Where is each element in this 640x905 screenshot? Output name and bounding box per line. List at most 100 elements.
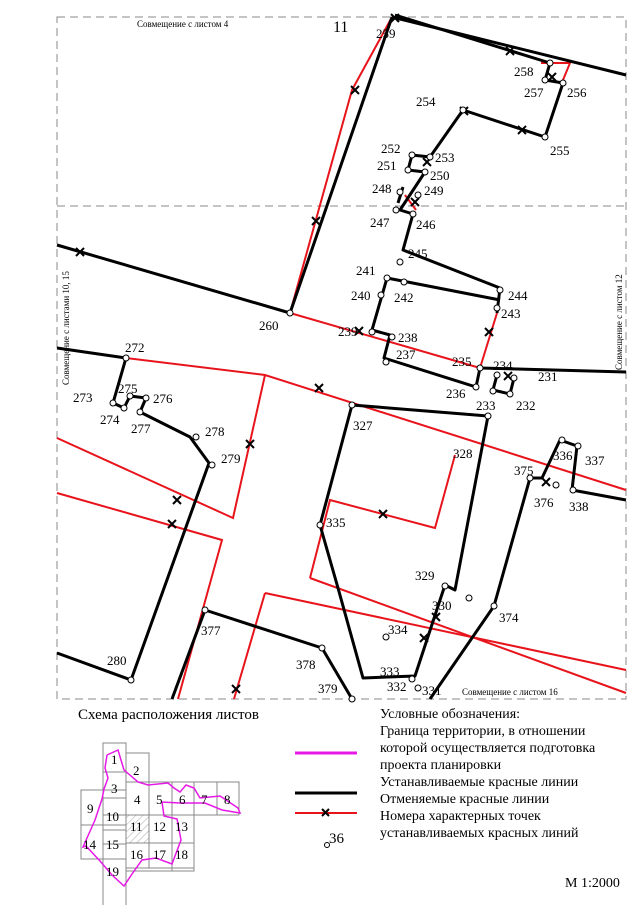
svg-text:278: 278 (205, 424, 225, 439)
svg-text:328: 328 (453, 446, 473, 461)
svg-text:18: 18 (175, 847, 188, 862)
svg-text:274: 274 (100, 412, 120, 427)
svg-text:330: 330 (432, 598, 452, 613)
svg-text:232: 232 (516, 398, 536, 413)
scheme-title: Схема расположения листов (78, 707, 259, 723)
svg-text:273: 273 (73, 390, 93, 405)
svg-text:259: 259 (376, 26, 396, 41)
svg-text:245: 245 (408, 246, 428, 261)
svg-text:243: 243 (501, 306, 521, 321)
established-red-lines (56, 13, 627, 700)
svg-text:14: 14 (83, 837, 97, 852)
legend-item-boundary-line2: которой осуществляется подготовка (380, 741, 596, 756)
svg-text:10: 10 (106, 809, 119, 824)
svg-text:375: 375 (514, 463, 534, 478)
svg-text:249: 249 (424, 183, 444, 198)
svg-text:237: 237 (396, 347, 416, 362)
svg-text:244: 244 (508, 288, 528, 303)
svg-text:251: 251 (377, 158, 397, 173)
svg-text:247: 247 (370, 215, 390, 230)
svg-text:238: 238 (398, 330, 418, 345)
svg-text:8: 8 (224, 792, 231, 807)
adjacency-bottom-label: Совмещение с листом 16 (462, 687, 558, 697)
svg-text:255: 255 (550, 143, 570, 158)
svg-text:3: 3 (111, 781, 118, 796)
legend-item-boundary-line3: проекта планировки (380, 758, 502, 773)
svg-text:16: 16 (130, 847, 144, 862)
svg-text:279: 279 (221, 451, 241, 466)
legend-symbols: 36 (295, 751, 357, 848)
legend-item-established: Устанавливаемые красные линии (380, 775, 579, 790)
svg-text:246: 246 (416, 217, 436, 232)
svg-text:231: 231 (538, 369, 558, 384)
svg-text:334: 334 (388, 622, 408, 637)
svg-text:240: 240 (351, 288, 371, 303)
svg-text:374: 374 (499, 610, 519, 625)
adjacency-right-label: Совмещение с листом 12 (614, 274, 624, 370)
svg-text:377: 377 (201, 623, 221, 638)
svg-text:253: 253 (435, 150, 455, 165)
svg-text:276: 276 (153, 391, 173, 406)
legend-item-points-line1: Номера характерных точек (380, 809, 541, 824)
svg-text:19: 19 (106, 864, 119, 879)
svg-text:327: 327 (353, 418, 373, 433)
svg-text:17: 17 (153, 847, 167, 862)
legend-point-symbol (324, 842, 330, 848)
svg-text:13: 13 (175, 819, 188, 834)
svg-text:234: 234 (493, 358, 513, 373)
svg-text:378: 378 (296, 657, 316, 672)
svg-text:254: 254 (416, 94, 436, 109)
svg-text:257: 257 (524, 85, 544, 100)
svg-text:379: 379 (318, 681, 338, 696)
cancel-marks (75, 13, 557, 694)
legend-item-cancelled: Отменяемые красные линии (380, 792, 550, 807)
svg-text:256: 256 (567, 85, 587, 100)
sheet-layout-scheme: 1 2 3 4 5 6 7 8 9 10 11 12 13 14 15 16 1… (80, 742, 242, 905)
svg-text:277: 277 (131, 421, 151, 436)
svg-text:5: 5 (156, 792, 163, 807)
svg-text:333: 333 (380, 664, 400, 679)
svg-text:335: 335 (326, 515, 346, 530)
svg-text:258: 258 (514, 64, 534, 79)
sheet-number: 11 (333, 19, 348, 36)
legend-item-boundary-line1: Граница территории, в отношении (380, 724, 586, 739)
svg-text:233: 233 (476, 398, 496, 413)
svg-text:332: 332 (387, 679, 407, 694)
svg-text:272: 272 (125, 340, 145, 355)
svg-text:239: 239 (338, 324, 358, 339)
svg-text:338: 338 (569, 499, 589, 514)
svg-text:329: 329 (415, 568, 435, 583)
svg-text:9: 9 (87, 801, 94, 816)
svg-text:11: 11 (130, 819, 143, 834)
svg-text:331: 331 (422, 683, 442, 698)
adjacency-top-label: Совмещение с листом 4 (137, 19, 229, 29)
point-labels: 231 232 233 234 235 236 237 238 239 240 … (73, 26, 605, 698)
svg-text:280: 280 (107, 653, 127, 668)
legend-item-points-line2: устанавливаемых красных линий (380, 826, 579, 841)
svg-text:4: 4 (134, 792, 141, 807)
scheme-sheet-numbers: 1 2 3 4 5 6 7 8 9 10 11 12 13 14 15 16 1… (83, 752, 231, 879)
svg-text:260: 260 (259, 318, 279, 333)
svg-text:248: 248 (372, 181, 392, 196)
svg-text:236: 236 (446, 386, 466, 401)
legend: Условные обозначения: Граница территории… (380, 706, 595, 842)
svg-text:36: 36 (329, 831, 345, 847)
scale-label: М 1:2000 (565, 876, 620, 891)
svg-text:6: 6 (179, 792, 186, 807)
svg-text:241: 241 (356, 263, 376, 278)
svg-text:15: 15 (106, 837, 119, 852)
svg-text:242: 242 (394, 290, 414, 305)
characteristic-points (109, 59, 582, 703)
svg-text:275: 275 (118, 381, 138, 396)
legend-title: Условные обозначения: (380, 707, 521, 722)
svg-text:1: 1 (111, 752, 118, 767)
planning-boundary (81, 748, 242, 888)
svg-text:12: 12 (153, 819, 166, 834)
svg-text:336: 336 (553, 448, 573, 463)
svg-text:7: 7 (201, 792, 208, 807)
cancelled-red-lines (56, 16, 627, 700)
sheet-frame (56, 16, 627, 700)
svg-text:235: 235 (452, 354, 472, 369)
adjacency-left-label: Совмещение с листами 10, 15 (61, 271, 71, 385)
